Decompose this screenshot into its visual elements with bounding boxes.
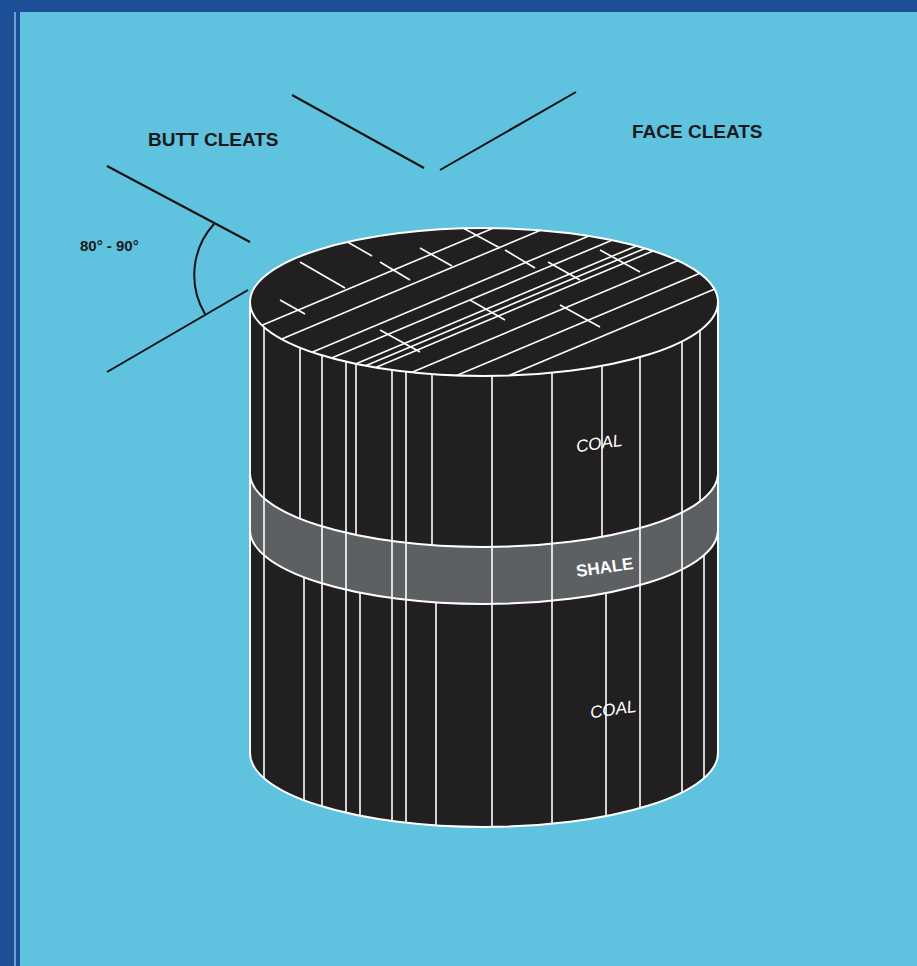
cleat-line xyxy=(380,330,420,352)
coal-layer: COAL xyxy=(586,698,640,722)
cleat-label: 80° - 90° xyxy=(80,238,139,255)
cleat-line xyxy=(452,222,500,248)
cleat-line xyxy=(703,555,705,778)
shale-band xyxy=(250,473,718,604)
cleat-line xyxy=(321,355,323,806)
cleat-line xyxy=(184,238,784,490)
cleat-line xyxy=(330,232,372,256)
angle-arc xyxy=(194,224,214,314)
cleat-line xyxy=(300,262,345,288)
cylinder-top xyxy=(250,228,718,376)
cleat-line xyxy=(303,577,305,800)
cleat-line xyxy=(699,330,701,501)
cleat-line xyxy=(184,190,784,442)
frame-line xyxy=(14,12,16,966)
layer-label: SHALE xyxy=(575,554,635,582)
cleat-label: FACE CLEATS xyxy=(632,122,763,143)
shale-layer: SHALE xyxy=(572,556,638,580)
cleat-line xyxy=(280,300,305,314)
angle-line xyxy=(107,166,250,242)
frame-left xyxy=(0,0,20,966)
cylinder-body xyxy=(250,302,718,827)
angle-line xyxy=(107,290,248,372)
frame-top xyxy=(0,0,917,12)
cleat-line xyxy=(548,262,580,280)
cleat-line xyxy=(431,374,433,545)
layer-label: COAL xyxy=(575,431,624,457)
cleat-line xyxy=(551,373,553,824)
cleat-line xyxy=(184,260,784,512)
coal-layer: COAL xyxy=(572,432,626,456)
layer-label: COAL xyxy=(589,697,638,723)
cleat-line xyxy=(420,248,452,266)
cleat-line xyxy=(681,341,683,792)
cleat-line xyxy=(560,305,600,327)
cleat-line xyxy=(491,376,493,827)
cleat-line xyxy=(355,364,357,535)
cleat-line xyxy=(299,348,301,519)
leader-line xyxy=(440,92,576,170)
vertical-cleats xyxy=(264,327,704,827)
cleat-line xyxy=(380,262,410,280)
cleat-line xyxy=(184,154,784,406)
cleat-line xyxy=(505,250,535,268)
cleat-line xyxy=(184,168,784,420)
leader-line xyxy=(292,95,424,168)
cleat-line xyxy=(600,250,640,272)
cleat-line xyxy=(639,357,641,808)
cleat-line xyxy=(470,300,505,320)
cleat-line xyxy=(184,196,784,448)
cleat-line xyxy=(391,370,393,821)
cleat-label: BUTT CLEATS xyxy=(148,130,279,151)
cleat-line xyxy=(345,362,347,813)
cleat-line xyxy=(184,216,784,468)
cleat-line xyxy=(184,184,784,436)
cleat-line xyxy=(359,593,361,816)
cleat-line xyxy=(435,602,437,825)
top-cleats xyxy=(184,106,784,512)
cleat-line xyxy=(405,372,407,823)
cleat-line xyxy=(263,327,265,778)
